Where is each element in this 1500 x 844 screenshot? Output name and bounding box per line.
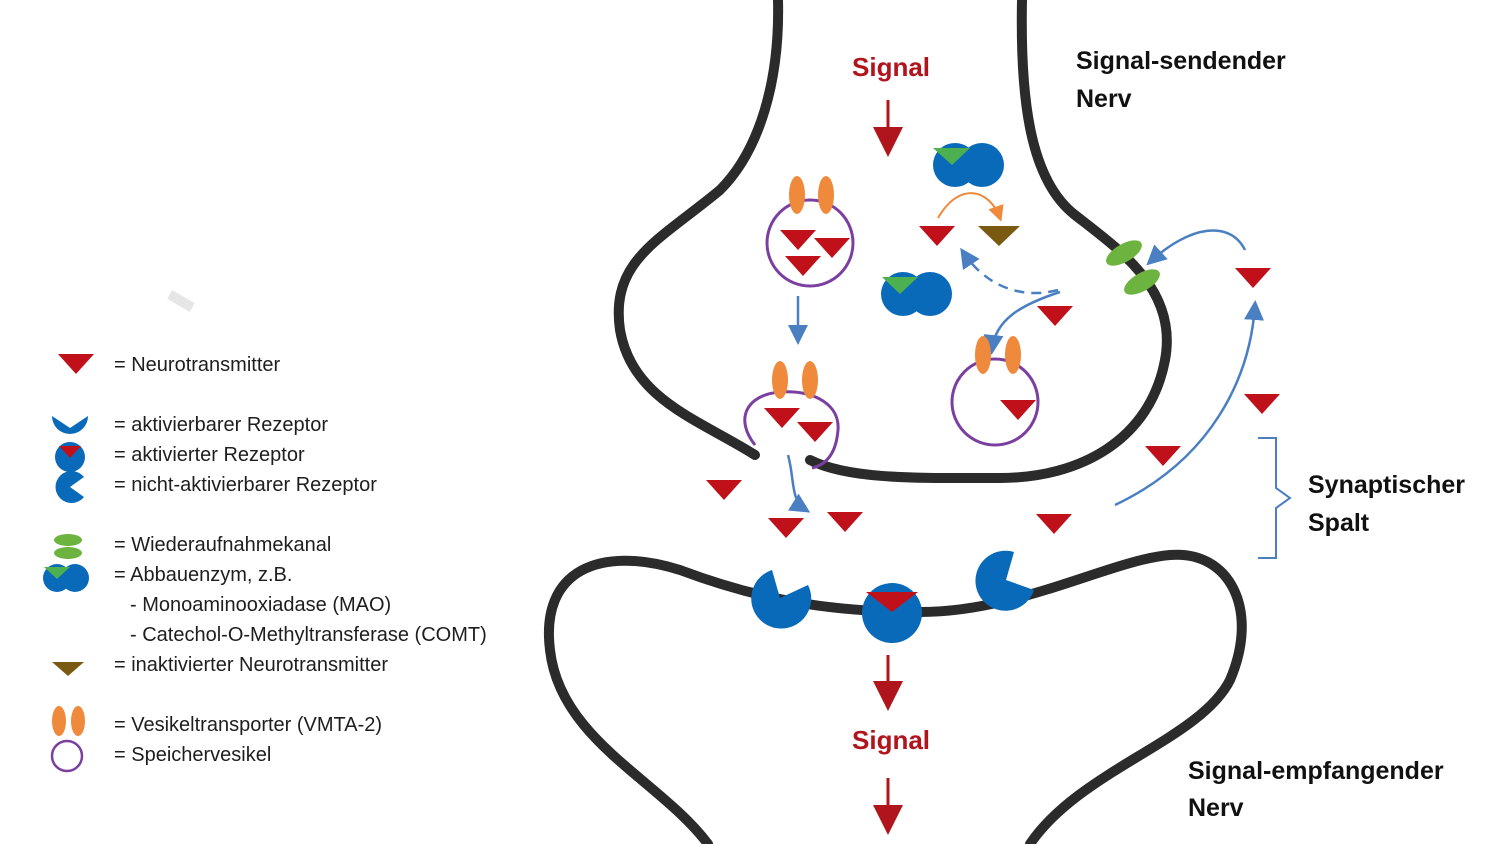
non-activatable-receptor-right (975, 550, 1034, 611)
storage-vesicle-full (765, 176, 855, 288)
legend-inactivated-neurotransmitter: = inaktivierter Neurotransmitter (114, 654, 388, 676)
synaptic-cleft-label-line1: Synaptischer (1308, 471, 1466, 499)
legend-non-activatable-receptor: = nicht-aktivierbarer Rezeptor (114, 474, 377, 496)
neurotransmitter-cytosol (1037, 306, 1073, 326)
sending-nerve-label-line2: Nerv (1076, 85, 1132, 113)
legend-neurotransmitter: = Neurotransmitter (114, 354, 281, 376)
neurotransmitter-before-degradation (919, 226, 955, 246)
legend-reuptake-channel: = Wiederaufnahmekanal (114, 534, 332, 556)
neurotransmitter-cleft (768, 518, 804, 538)
degrading-enzyme-top (933, 143, 1004, 187)
neurotransmitter-cleft (1145, 446, 1181, 466)
inactivated-neurotransmitter (978, 226, 1020, 246)
synaptic-cleft-label-line2: Spalt (1308, 509, 1370, 537)
legend-activated-receptor-icon (55, 442, 85, 472)
neurotransmitter-cleft (1244, 394, 1280, 414)
legend-reuptake-channel-icon (54, 534, 82, 559)
activated-receptor (862, 583, 922, 643)
degrading-enzyme-left (881, 272, 952, 316)
neurotransmitter-cleft (827, 512, 863, 532)
signal-label-top: Signal (852, 52, 931, 82)
repackaging-arrow (983, 290, 1061, 355)
presynaptic-membrane (613, 0, 1172, 484)
legend-activated-receptor: = aktivierter Rezeptor (114, 444, 305, 466)
legend-comt: - Catechol-O-Methyltransferase (COMT) (130, 624, 487, 646)
legend-inactivated-neurotransmitter-icon (52, 662, 84, 676)
reuptake-arrow-up (1114, 300, 1264, 507)
legend-activatable-receptor: = aktivierbarer Rezeptor (114, 414, 328, 436)
synaptic-cleft-bracket (1258, 437, 1292, 559)
storage-vesicle-refilling (950, 336, 1040, 447)
release-arrow (786, 454, 811, 513)
neurotransmitter-cleft (1235, 268, 1271, 288)
storage-vesicle-fusing (743, 361, 840, 470)
legend-non-activatable-receptor-icon (55, 471, 84, 503)
signal-label-bottom: Signal (852, 725, 931, 755)
recycle-dashed-arrow (960, 247, 1059, 295)
legend-degrading-enzyme: = Abbauenzym, z.B. (114, 564, 293, 586)
neurotransmitter-cleft (1036, 514, 1072, 534)
non-activatable-receptor-left (751, 570, 812, 629)
legend-storage-vesicle-icon (50, 739, 84, 773)
legend-activatable-receptor-icon (52, 416, 88, 434)
neurotransmitter-cleft (706, 480, 742, 500)
legend-degrading-enzyme-icon (43, 564, 89, 592)
legend-vesicle-transporter: = Vesikeltransporter (VMTA-2) (114, 714, 383, 736)
legend-mao: - Monoaminooxiadase (MAO) (130, 594, 392, 616)
legend-vesicle-transporter-icon (52, 706, 85, 736)
legend-neurotransmitter-icon (58, 354, 94, 374)
reuptake-arrow-in (1146, 229, 1247, 266)
legend-storage-vesicle: = Speichervesikel (114, 744, 272, 766)
degradation-arrow (937, 192, 1004, 222)
receiving-nerve-label-line2: Nerv (1188, 794, 1244, 822)
faint-smudge (167, 290, 195, 312)
reuptake-channel (1106, 240, 1160, 295)
sending-nerve-label-line1: Signal-sendender (1076, 47, 1286, 75)
receiving-nerve-label-line1: Signal-empfangender (1188, 757, 1444, 785)
